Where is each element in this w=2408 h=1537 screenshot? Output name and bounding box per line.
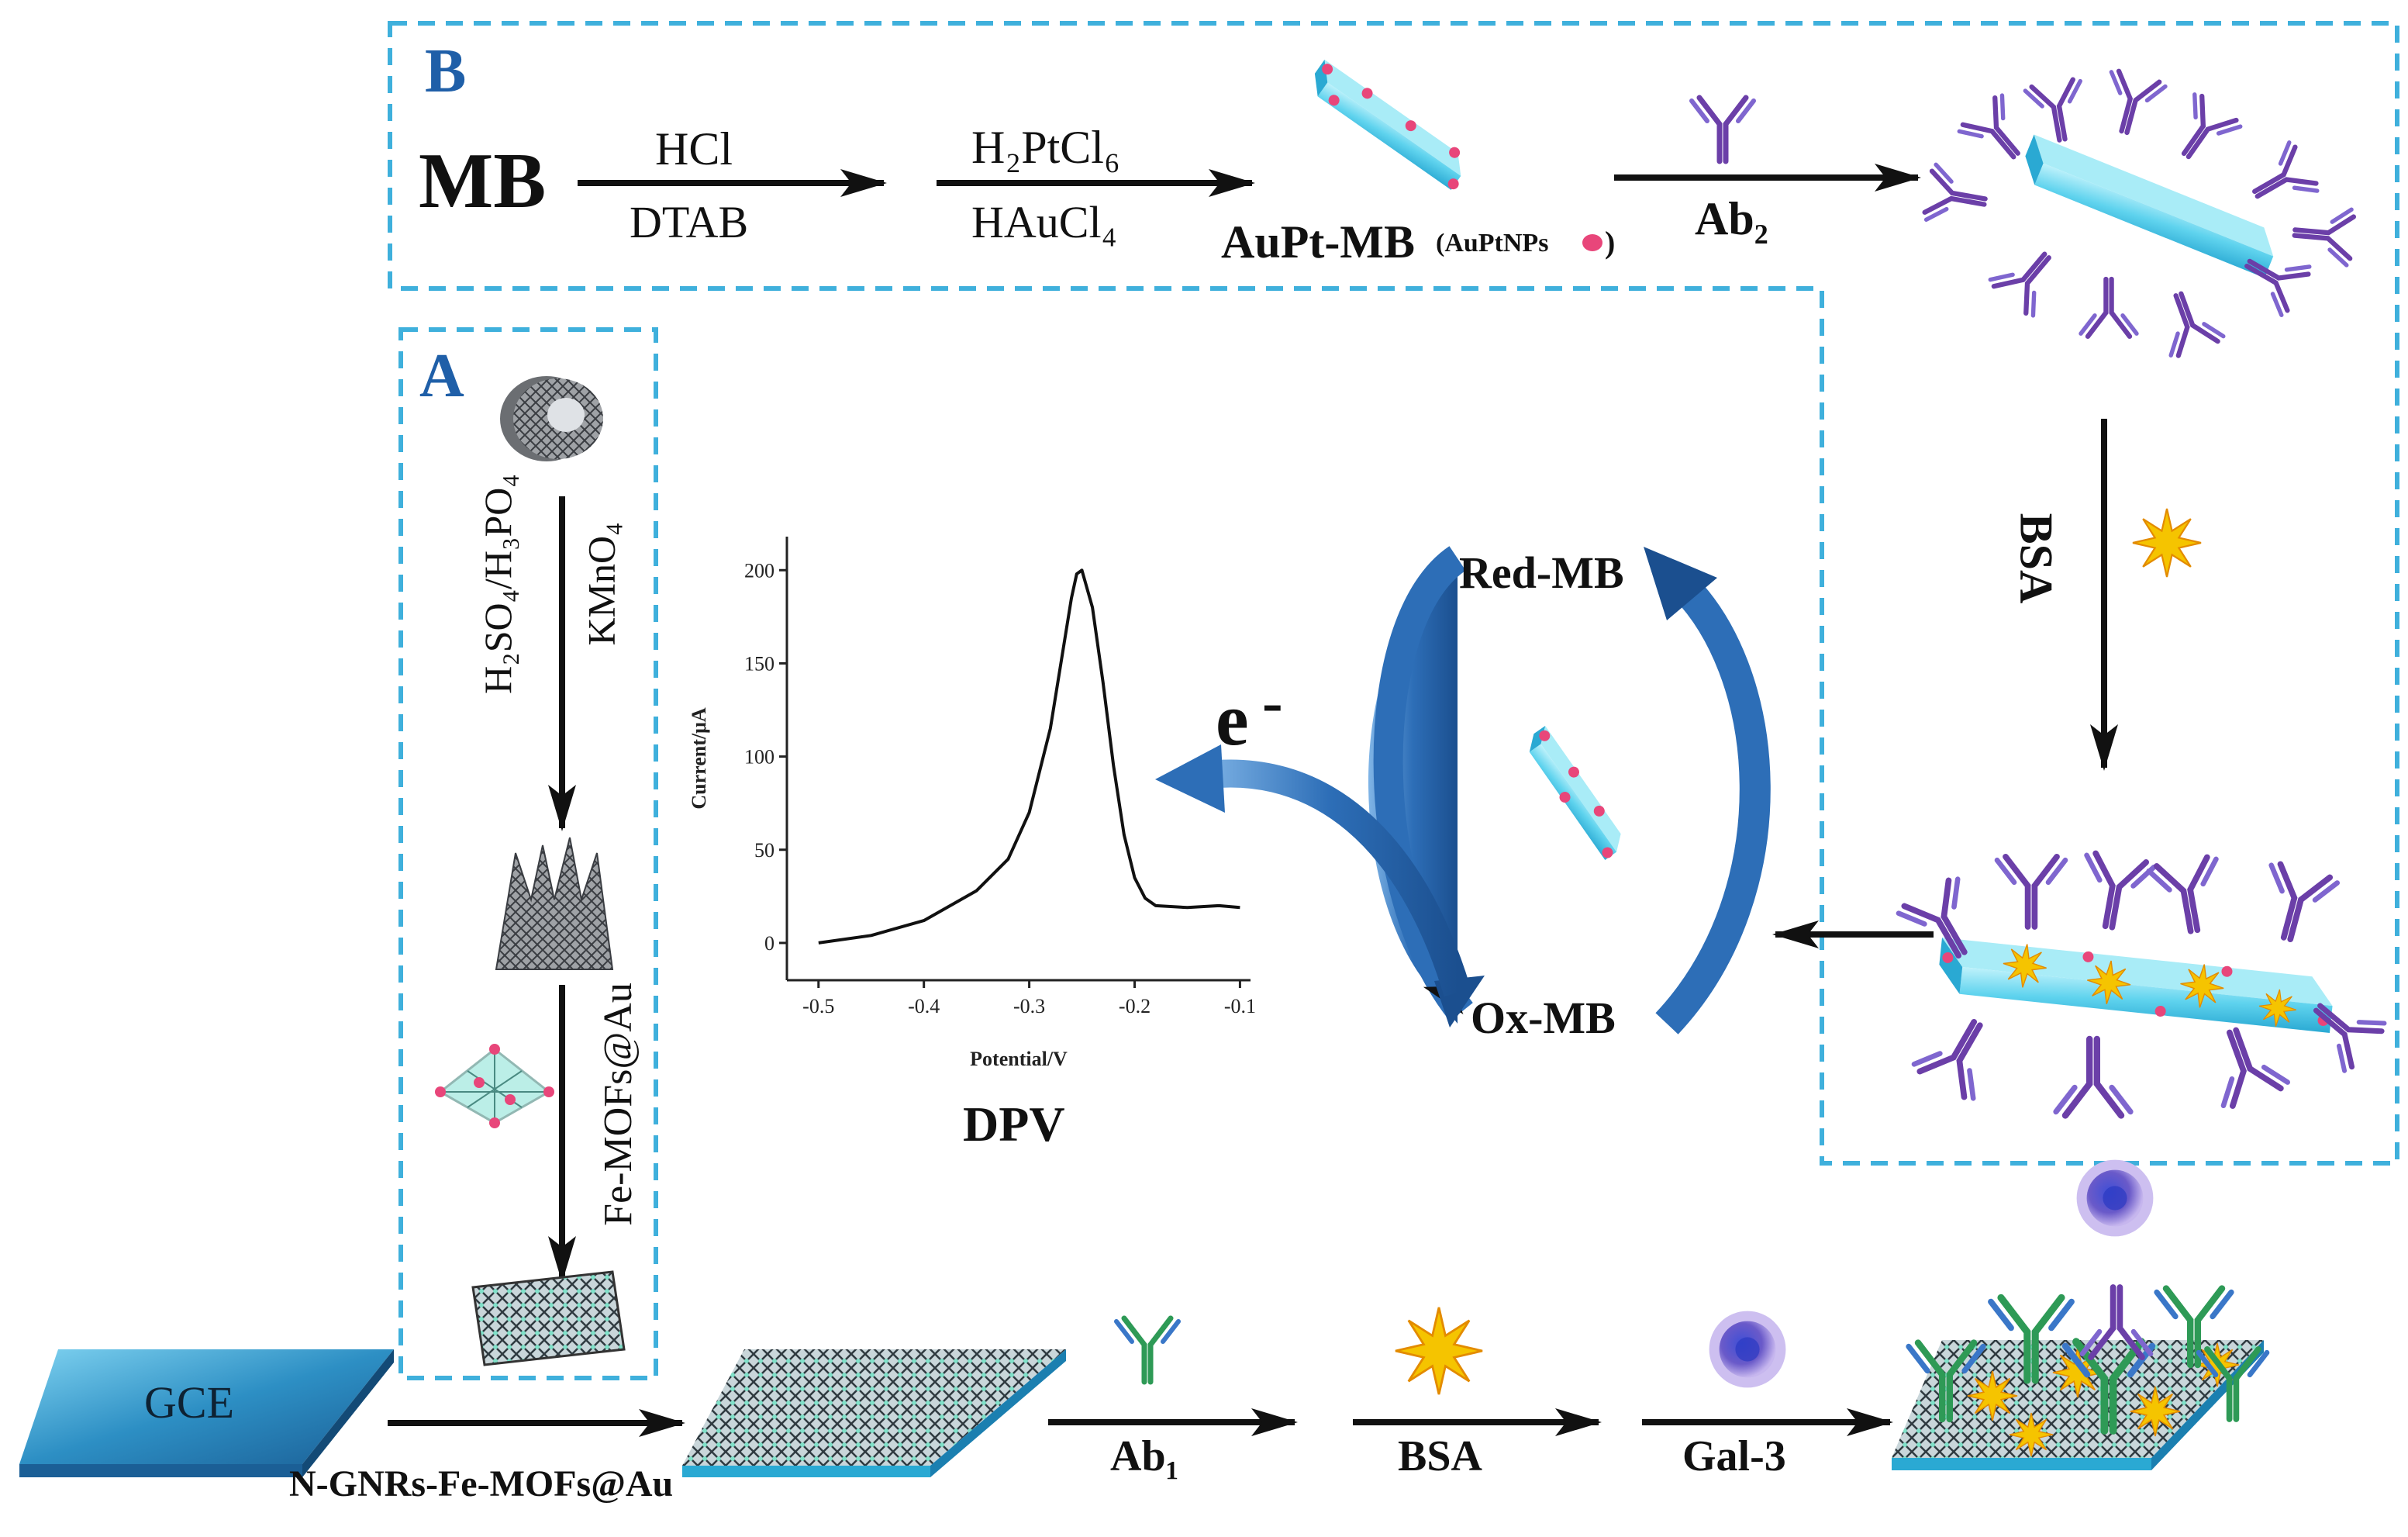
panel-label-b: B [425, 37, 467, 105]
electron-sup-label: - [1262, 668, 1283, 737]
modified-electrode-icon [682, 1349, 1066, 1477]
dpv-x-tick-label: -0.4 [908, 995, 940, 1017]
dpv-y-tick-label: 200 [744, 559, 774, 582]
dpv-x-tick-label: -0.5 [802, 995, 834, 1017]
red-mb-label: Red-MB [1459, 547, 1624, 598]
gce-electrode-icon [19, 1349, 394, 1477]
kmno4-label: KMnO₄ [579, 522, 623, 646]
final-immunosensor-icon [1892, 1159, 2267, 1470]
panel-label-a: A [419, 342, 464, 410]
dpv-x-tick-label: -0.2 [1119, 995, 1151, 1017]
gce-label: GCE [144, 1377, 234, 1428]
cycle-arrow-left [1373, 546, 1473, 1021]
h2ptcl6-label: H₂PtCl₆ [971, 122, 1120, 173]
ab1-label: Ab₁ [1110, 1432, 1179, 1480]
aupt-mb-platelet-icon [1314, 59, 1462, 192]
n-gnrs-fe-mofs-au-icon [471, 1270, 626, 1366]
ab2-aupt-mb-conjugate-icon [1923, 69, 2355, 357]
dpv-y-axis-label: Current/μA [688, 707, 710, 809]
bsa-label: BSA [1398, 1432, 1482, 1480]
dpv-y-tick-label: 150 [744, 652, 774, 675]
aupt-nps-legend-icon [1582, 234, 1602, 251]
aupt-nps-note: (AuPtNPs [1436, 229, 1549, 257]
haucl4-label: HAuCl₄ [971, 197, 1117, 247]
electron-arrow-head [1155, 744, 1225, 813]
dtab-label: DTAB [630, 197, 749, 247]
dpv-y-tick-label: 50 [754, 839, 774, 862]
fe-mofs-au-label: Fe-MOFs@Au [595, 983, 640, 1226]
bsa-vertical-label: BSA [2010, 513, 2062, 604]
ab2-aupt-mb-bsa-conjugate-icon [1897, 852, 2387, 1116]
ox-mb-label: Ox-MB [1471, 993, 1616, 1043]
cycle-arrow-right-head [1644, 547, 1717, 620]
dpv-x-tick-label: -0.1 [1224, 995, 1256, 1017]
electron-label: e [1216, 678, 1249, 761]
cycle-aupt-mb-icon [1529, 725, 1621, 861]
graphene-nanoribbon-icon [495, 837, 614, 970]
modifier-label: N-GNRs-Fe-MOFs@Au [289, 1463, 674, 1504]
hcl-label: HCl [655, 123, 733, 174]
panel-a-dashed-box [398, 327, 658, 1380]
gal3-label: Gal-3 [1682, 1432, 1786, 1480]
aupt-nps-note-close: ) [1605, 225, 1616, 260]
acid-oxidation-label: H₂SO₄/H₃PO₄ [475, 474, 519, 694]
ab2-label: Ab₂ [1695, 193, 1768, 244]
aupt-mb-label: AuPt-MB [1221, 216, 1415, 268]
dpv-x-axis-label: Potential/V [970, 1048, 1068, 1070]
dpv-chart: 0 50 100 150 200 -0.5 -0.4 -0.3 -0.2 -0.1Potentia… [688, 537, 1256, 1070]
dpv-x-tick-label: -0.3 [1013, 995, 1045, 1017]
cycle-arrow-right [1655, 566, 1771, 1034]
dpv-y-tick-label: 0 [764, 932, 774, 955]
dpv-title: DPV [963, 1097, 1065, 1152]
electron-arrow [1199, 759, 1471, 997]
dpv-y-tick-label: 100 [744, 746, 774, 768]
panel-b-dashed-box [388, 21, 2399, 1166]
fe-mof-crystal-icon [435, 1044, 554, 1128]
dpv-series-line [818, 568, 1240, 945]
carbon-nanotube-icon [500, 376, 603, 461]
mb-start-label: MB [419, 137, 547, 225]
